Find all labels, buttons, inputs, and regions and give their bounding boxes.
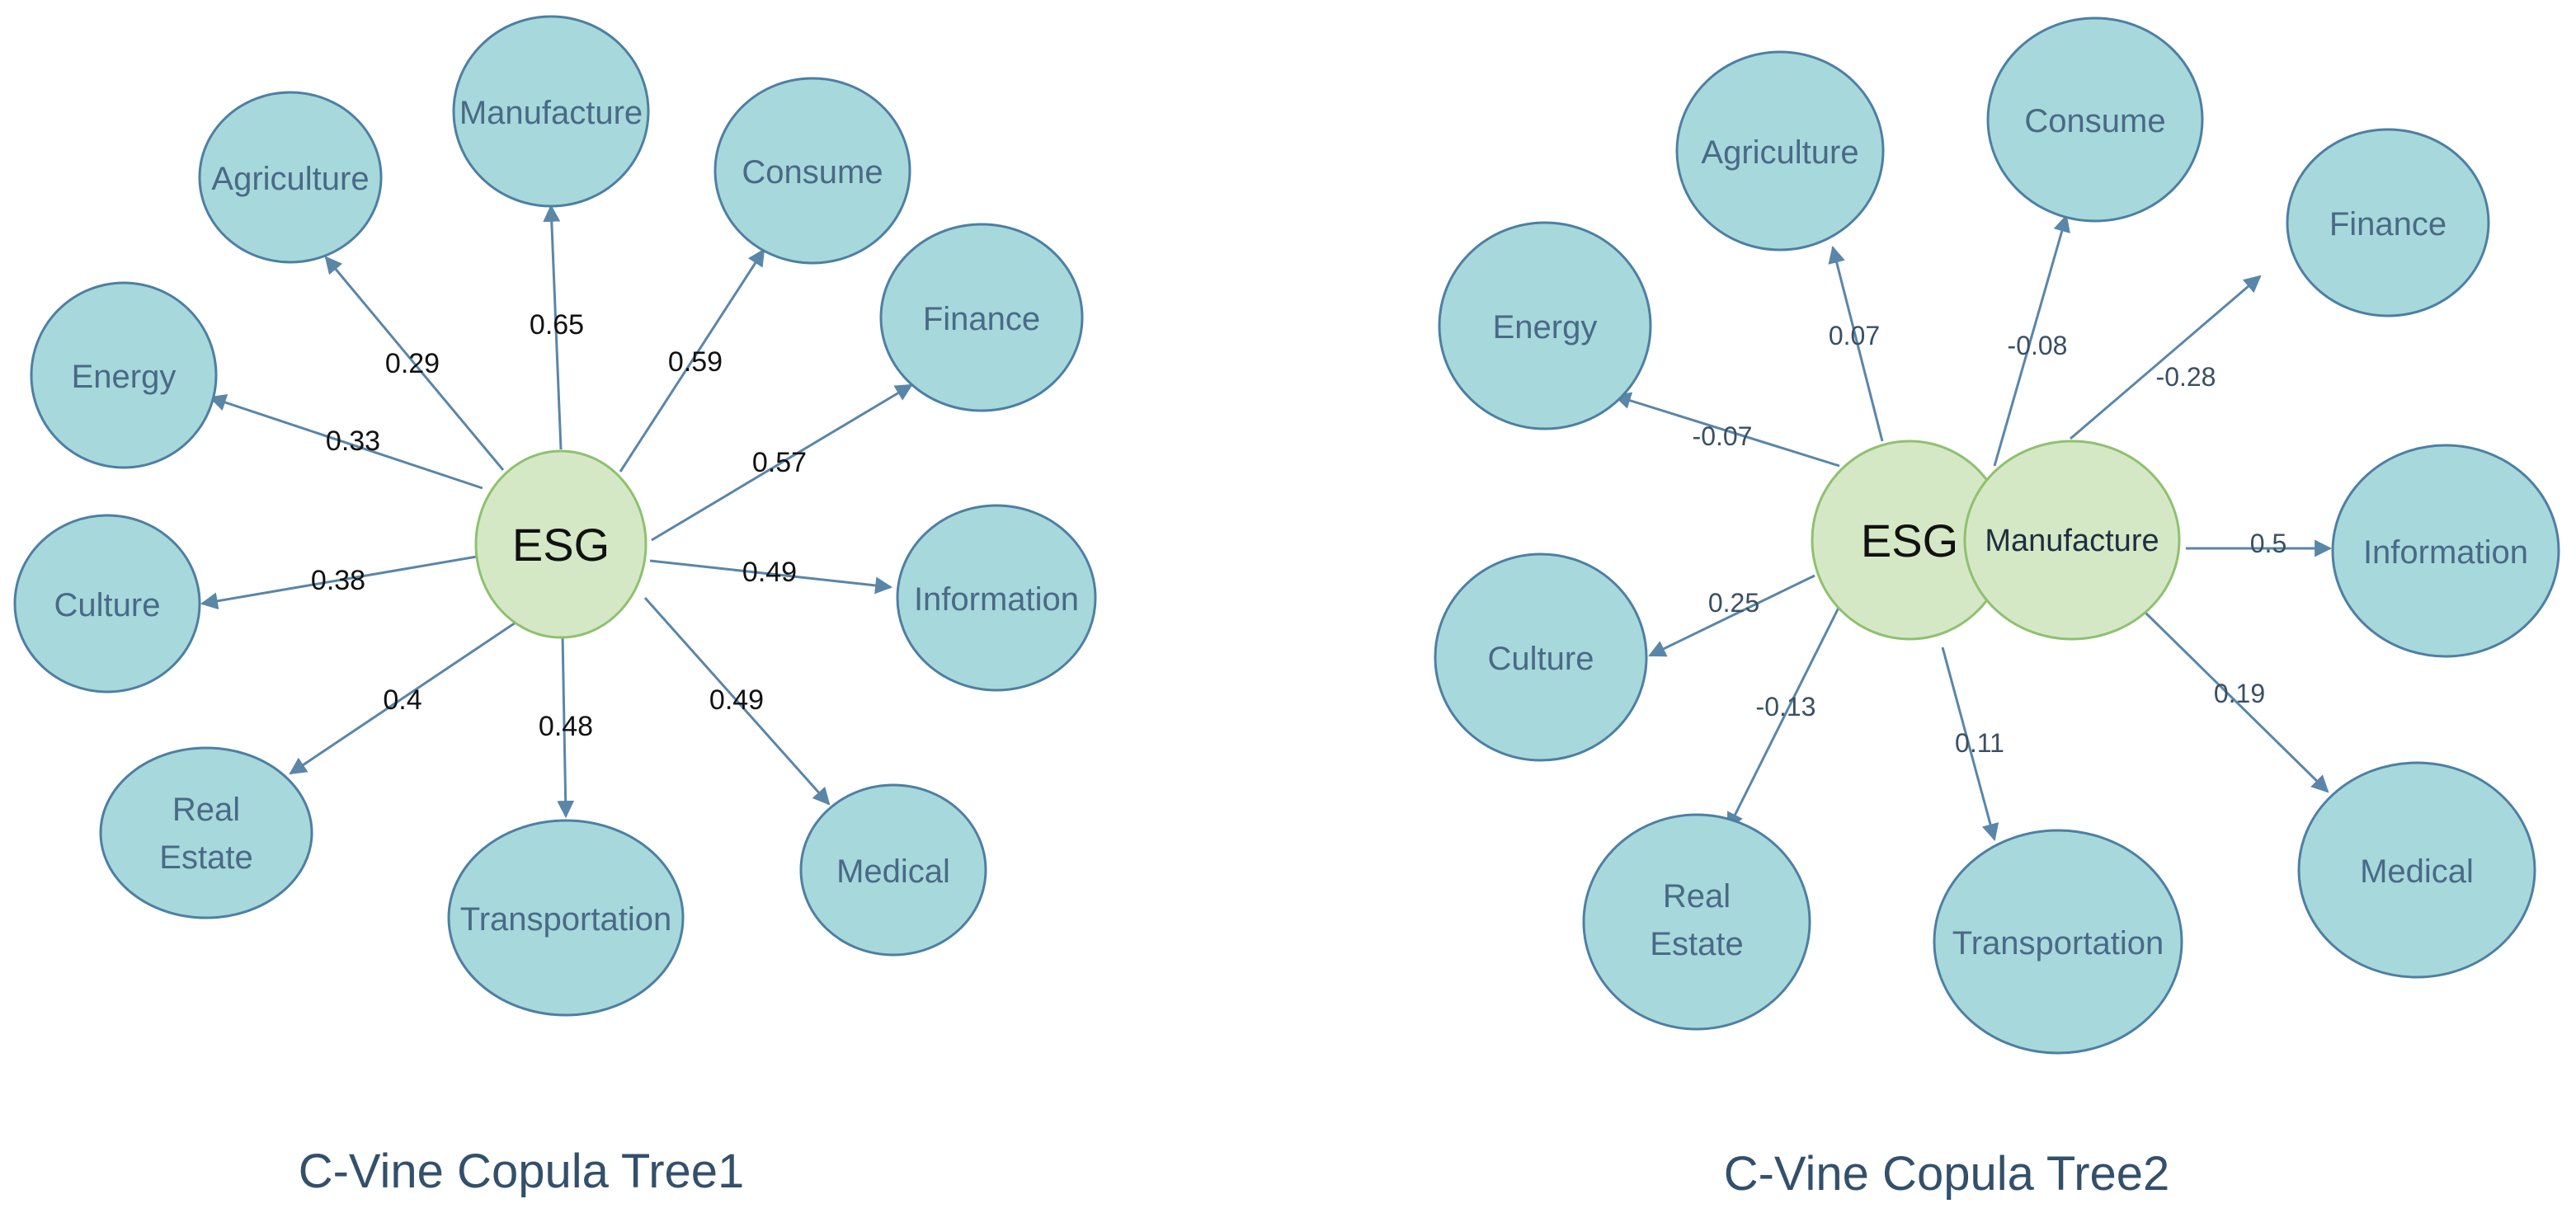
tree2-label-agriculture: 0.07 (1829, 321, 1880, 350)
svg-text:Estate: Estate (1650, 926, 1743, 962)
svg-text:Medical: Medical (2360, 853, 2474, 890)
tree2-edges (1613, 214, 2333, 842)
svg-text:Manufacture: Manufacture (459, 95, 643, 131)
svg-text:ESG: ESG (1861, 515, 1958, 567)
tree2-center-manufacture: Manufacture (1963, 440, 2181, 641)
tree2-node-real-estate: Real Estate (1582, 813, 1811, 1031)
tree2-label-consume: -0.08 (2008, 331, 2068, 360)
tree2-edge-real-estate (1726, 605, 1841, 830)
svg-text:Real: Real (1663, 878, 1731, 914)
tree1-node-energy: Energy (30, 281, 218, 469)
tree-1: 0.29 0.65 0.59 0.57 0.33 0.38 0.49 0.4 0… (13, 15, 1097, 1198)
tree1-edge-transportation (557, 634, 575, 819)
tree1-node-medical: Medical (799, 783, 987, 957)
tree1-node-finance: Finance (879, 223, 1084, 412)
tree2-node-agriculture: Agriculture (1675, 50, 1885, 252)
tree1-edge-finance (651, 383, 913, 542)
tree2-center-esg: ESG (1811, 440, 2009, 641)
tree2-node-culture: Culture (1434, 552, 1648, 762)
svg-text:Agriculture: Agriculture (211, 161, 369, 197)
tree2-node-information: Information (2331, 444, 2560, 658)
tree2-label-finance: -0.28 (2156, 362, 2216, 392)
svg-text:Manufacture: Manufacture (1985, 524, 2159, 558)
tree1-edge-medical (643, 597, 831, 806)
tree-2: 0.07 -0.08 -0.28 -0.07 0.5 0.25 -0.13 0.… (1434, 16, 2560, 1201)
tree1-node-agriculture: Agriculture (198, 91, 383, 264)
svg-text:Medical: Medical (836, 853, 950, 890)
tree2-edge-labels: 0.07 -0.08 -0.28 -0.07 0.5 0.25 -0.13 0.… (1693, 321, 2287, 758)
svg-text:Finance: Finance (2329, 206, 2446, 242)
tree2-edge-energy (1613, 392, 1840, 468)
tree1-label-manufacture: 0.65 (530, 309, 584, 341)
svg-text:Consume: Consume (742, 154, 883, 190)
svg-text:ESG: ESG (512, 519, 610, 571)
tree2-node-medical: Medical (2297, 761, 2536, 979)
svg-text:Energy: Energy (1493, 309, 1598, 346)
tree2-edge-finance (2070, 275, 2262, 440)
tree2-label-real-estate: -0.13 (1756, 692, 1816, 722)
tree2-node-finance: Finance (2286, 128, 2490, 317)
tree1-edge-consume (619, 248, 765, 473)
svg-text:Energy: Energy (72, 359, 177, 395)
tree1-edge-culture (200, 555, 478, 610)
tree1-node-transportation: Transportation (447, 819, 685, 1017)
tree1-edges (200, 204, 913, 819)
tree1-label-transportation: 0.48 (539, 711, 593, 742)
tree2-label-energy: -0.07 (1693, 421, 1753, 451)
tree2-caption: C-Vine Copula Tree2 (1724, 1147, 2170, 1201)
svg-text:Transportation: Transportation (1952, 925, 2164, 961)
tree1-node-consume: Consume (713, 77, 911, 265)
tree2-edge-consume (1993, 214, 2070, 467)
tree1-label-consume: 0.59 (668, 346, 723, 378)
tree2-edge-agriculture (1828, 245, 1884, 442)
tree2-label-medical: 0.19 (2214, 679, 2265, 708)
svg-text:Transportation: Transportation (460, 901, 671, 938)
tree1-edge-information (649, 559, 893, 595)
svg-text:Estate: Estate (159, 839, 252, 876)
tree1-node-real-estate: Real Estate (99, 746, 313, 919)
tree1-label-culture: 0.38 (311, 565, 365, 596)
tree1-caption: C-Vine Copula Tree1 (299, 1145, 745, 1198)
svg-text:Information: Information (914, 581, 1079, 618)
tree2-label-information: 0.5 (2250, 529, 2286, 558)
tree1-label-agriculture: 0.29 (385, 348, 440, 379)
tree1-center-esg: ESG (474, 449, 648, 639)
tree2-edge-transportation (1941, 646, 1999, 842)
tree1-node-information: Information (896, 504, 1097, 692)
tree1-label-medical: 0.49 (709, 684, 764, 716)
tree2-edge-culture (1648, 574, 1815, 657)
svg-text:Real: Real (172, 792, 240, 828)
tree1-label-information: 0.49 (742, 557, 797, 588)
svg-text:Culture: Culture (1488, 641, 1594, 677)
tree2-node-consume: Consume (1986, 16, 2204, 223)
svg-text:Consume: Consume (2024, 103, 2165, 139)
tree1-label-energy: 0.33 (326, 425, 380, 457)
svg-text:Finance: Finance (923, 301, 1040, 337)
tree2-edge-medical (2143, 610, 2329, 793)
tree1-label-real-estate: 0.4 (383, 684, 421, 716)
tree1-node-manufacture: Manufacture (452, 15, 650, 208)
svg-text:Information: Information (2363, 534, 2528, 571)
tree1-edge-energy (209, 394, 483, 490)
tree1-edge-agriculture (324, 256, 505, 471)
tree1-edge-manufacture (543, 204, 563, 450)
svg-text:Culture: Culture (54, 587, 161, 623)
tree2-label-culture: 0.25 (1708, 588, 1759, 618)
tree2-node-transportation: Transportation (1933, 829, 2183, 1055)
tree1-label-finance: 0.57 (752, 447, 807, 478)
svg-text:Agriculture: Agriculture (1701, 134, 1858, 171)
tree1-edge-real-estate (289, 621, 516, 775)
tree2-label-transportation: 0.11 (1955, 728, 2004, 758)
tree2-node-energy: Energy (1438, 221, 1652, 430)
tree1-node-culture: Culture (13, 514, 201, 693)
tree1-edge-labels: 0.29 0.65 0.59 0.57 0.33 0.38 0.49 0.4 0… (311, 309, 807, 742)
